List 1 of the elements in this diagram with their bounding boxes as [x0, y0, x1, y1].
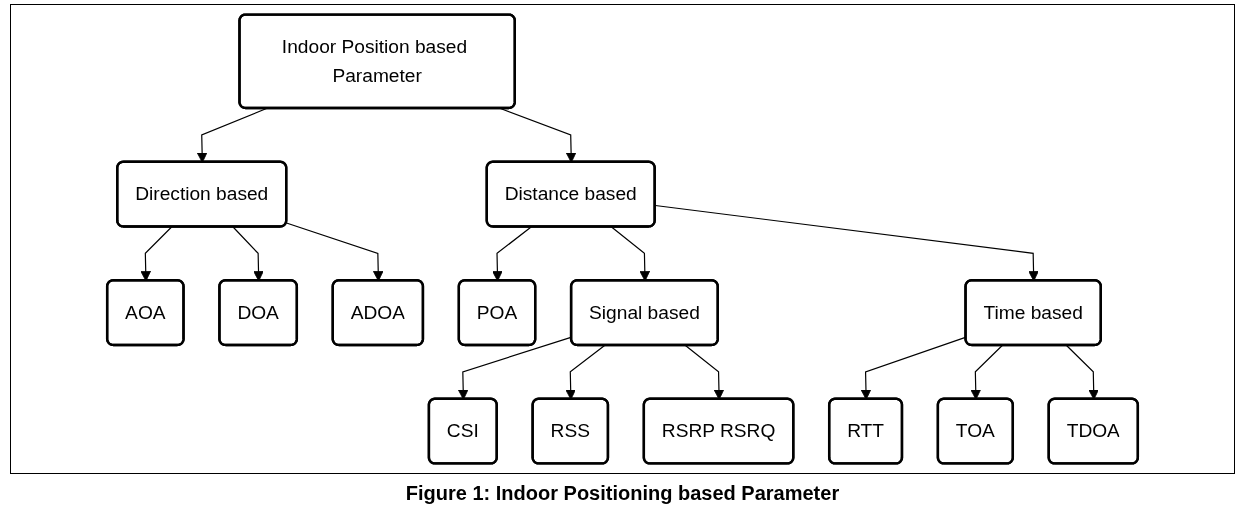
figure-caption: Figure 1: Indoor Positioning based Parameter [405, 482, 840, 504]
